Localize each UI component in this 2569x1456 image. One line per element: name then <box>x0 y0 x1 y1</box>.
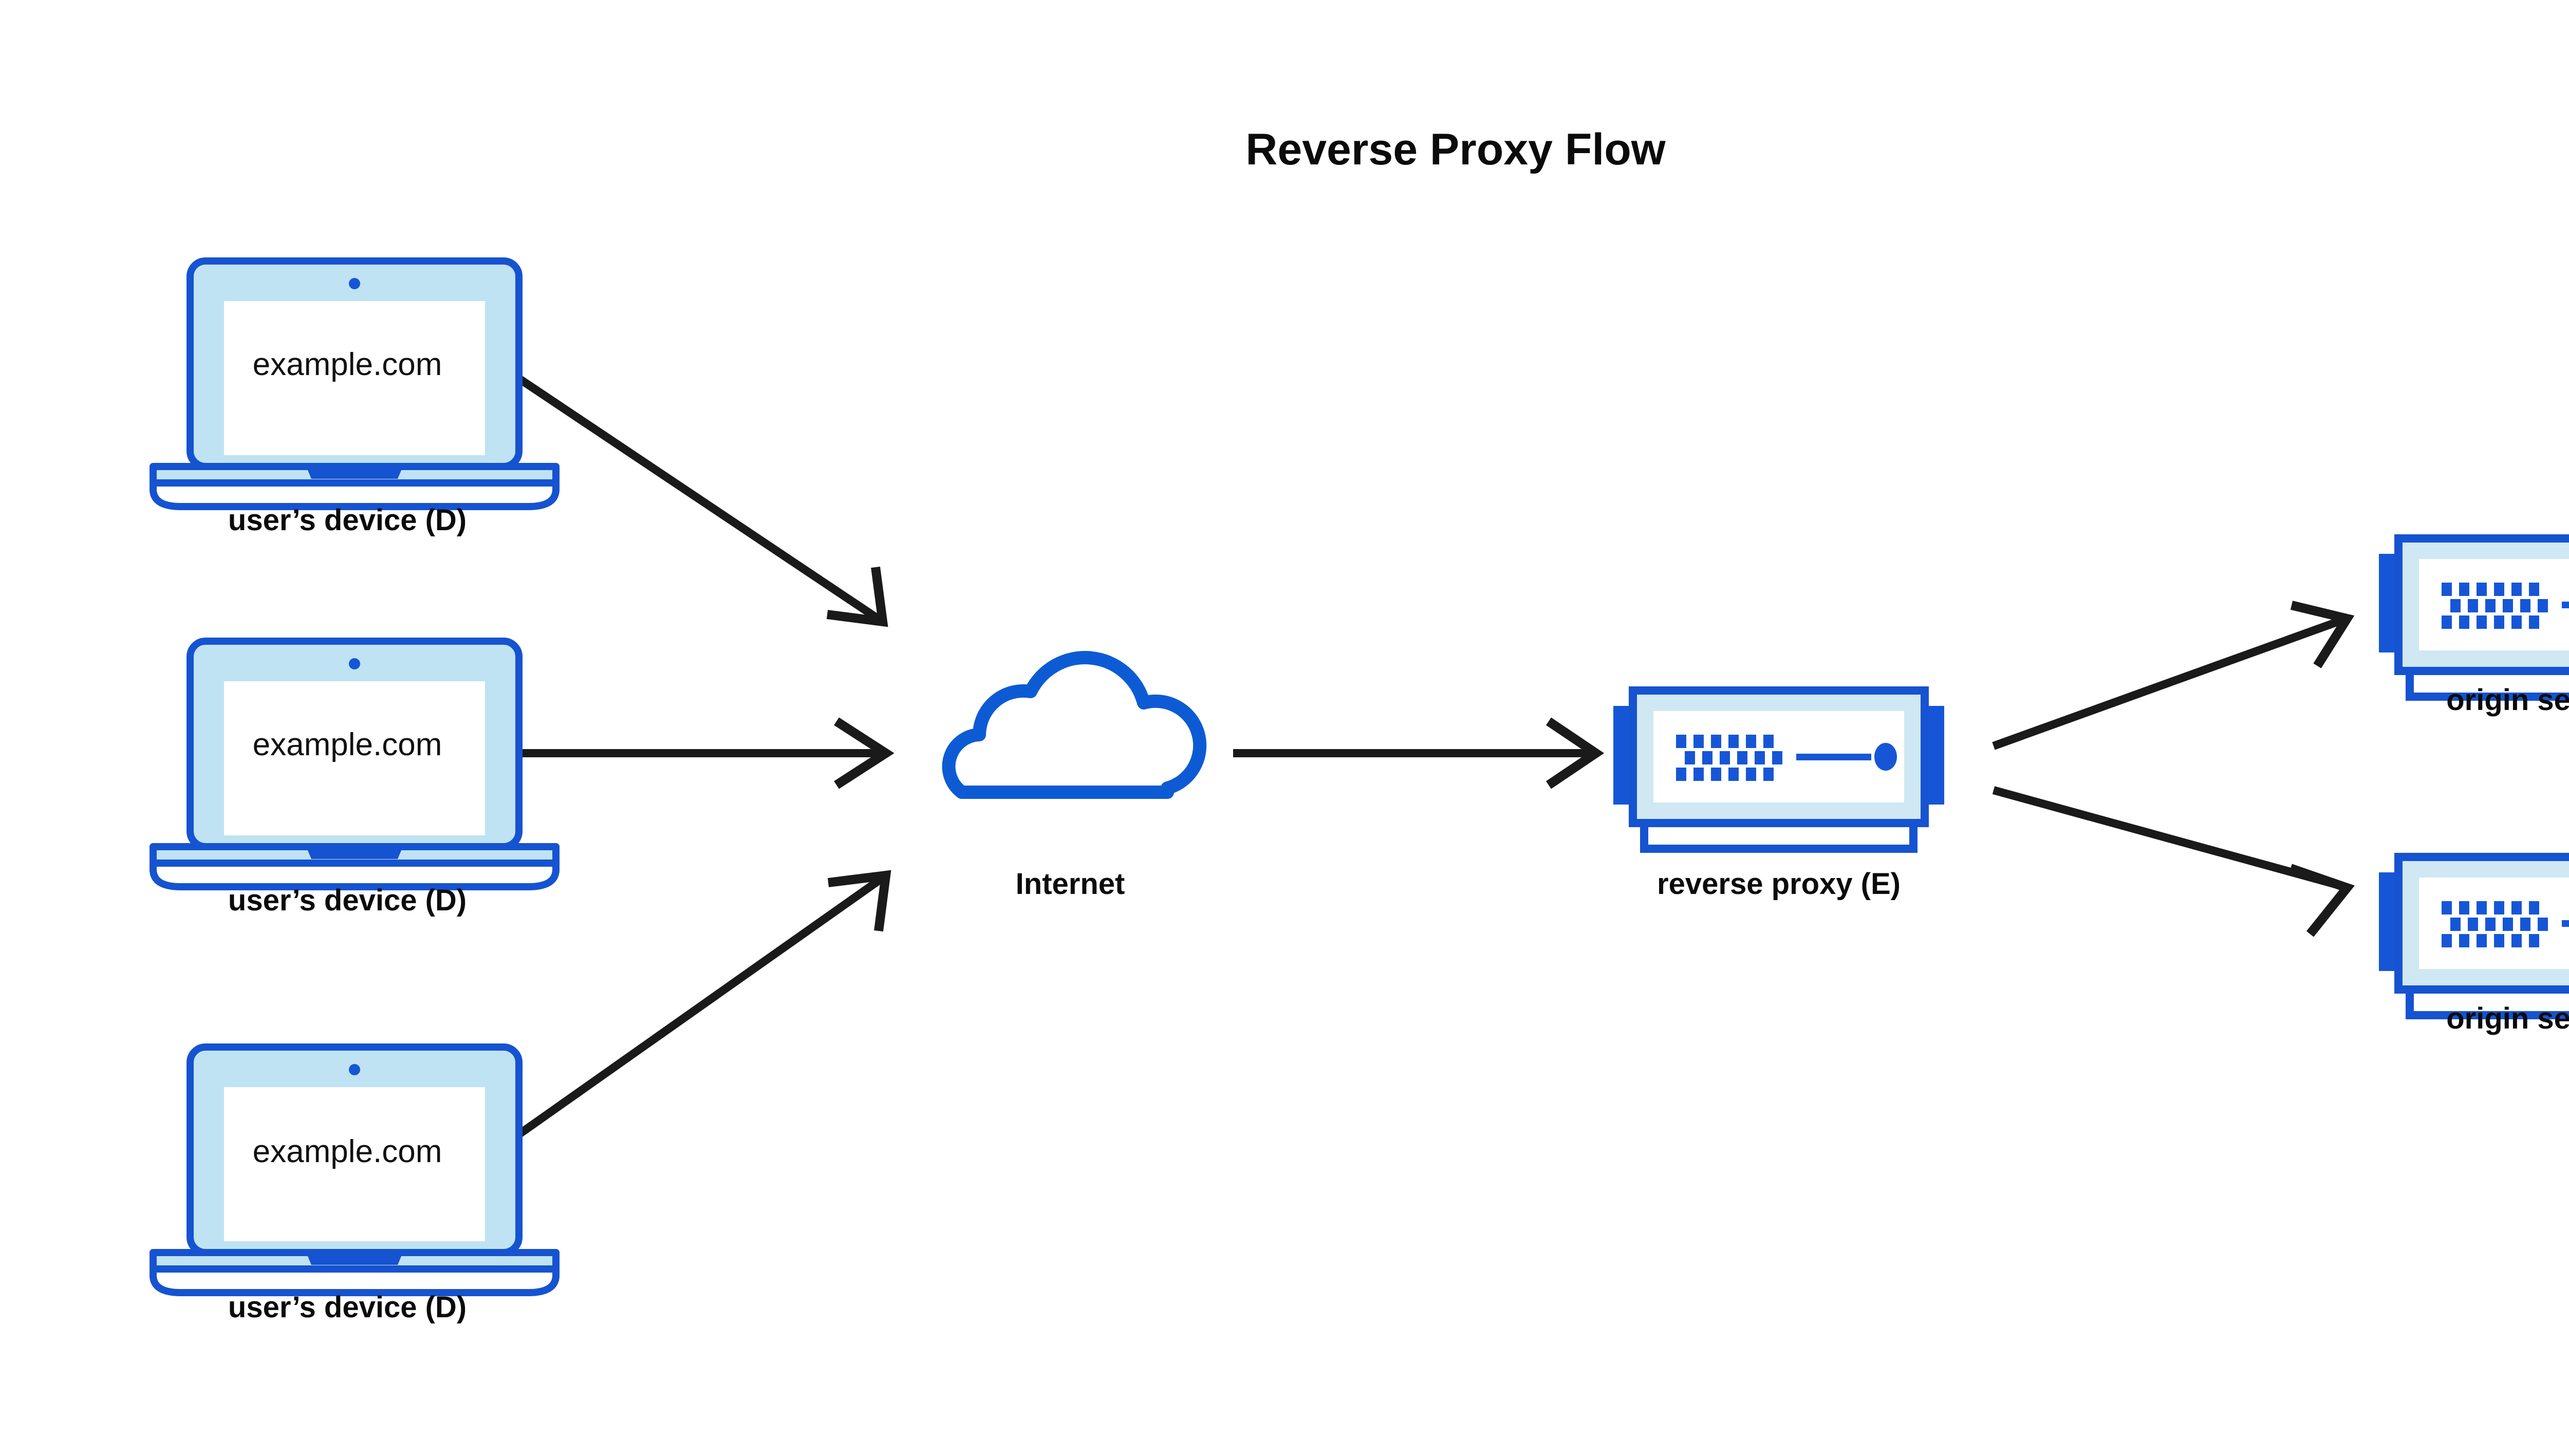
reverse-proxy-label: reverse proxy (E) <box>1657 867 1901 901</box>
client-label: user’s device (D) <box>228 503 467 537</box>
internet-label: Internet <box>1016 867 1125 901</box>
laptop-icon <box>153 641 556 887</box>
laptop-icon <box>153 261 556 507</box>
node-client-2[interactable]: example.com user’s device (D) <box>153 641 556 917</box>
edge-client2-internet <box>512 717 895 789</box>
edge-internet-proxy <box>1233 717 1605 789</box>
origin-server-label: origin server (F) <box>2446 1002 2569 1035</box>
client-label: user’s device (D) <box>228 884 467 917</box>
node-reverse-proxy[interactable]: reverse proxy (E) <box>1613 690 1944 901</box>
laptop-icon <box>153 1047 556 1293</box>
node-internet[interactable]: Internet <box>949 658 1200 901</box>
origin-server-label: origin server (F) <box>2446 683 2569 717</box>
edge-client3-internet <box>511 870 891 1142</box>
client-screen-text: example.com <box>253 727 442 762</box>
edge-proxy-origin1 <box>1992 601 2355 750</box>
cloud-icon <box>949 658 1200 792</box>
server-icon <box>2379 857 2569 1015</box>
client-label: user’s device (D) <box>228 1291 467 1324</box>
node-client-3[interactable]: example.com user’s device (D) <box>153 1047 556 1324</box>
node-origin-2[interactable]: origin server (F) <box>2379 857 2569 1035</box>
server-icon <box>1613 690 1944 849</box>
node-origin-1[interactable]: origin server (F) <box>2379 538 2569 717</box>
client-screen-text: example.com <box>253 347 442 382</box>
page-title: Reverse Proxy Flow <box>1245 125 1666 174</box>
server-icon <box>2379 538 2569 697</box>
edge-proxy-origin2 <box>1992 786 2355 937</box>
client-screen-text: example.com <box>253 1134 442 1169</box>
node-client-1[interactable]: example.com user’s device (D) <box>153 261 556 537</box>
edge-layer <box>511 371 2355 1142</box>
edge-client1-internet <box>511 371 888 627</box>
